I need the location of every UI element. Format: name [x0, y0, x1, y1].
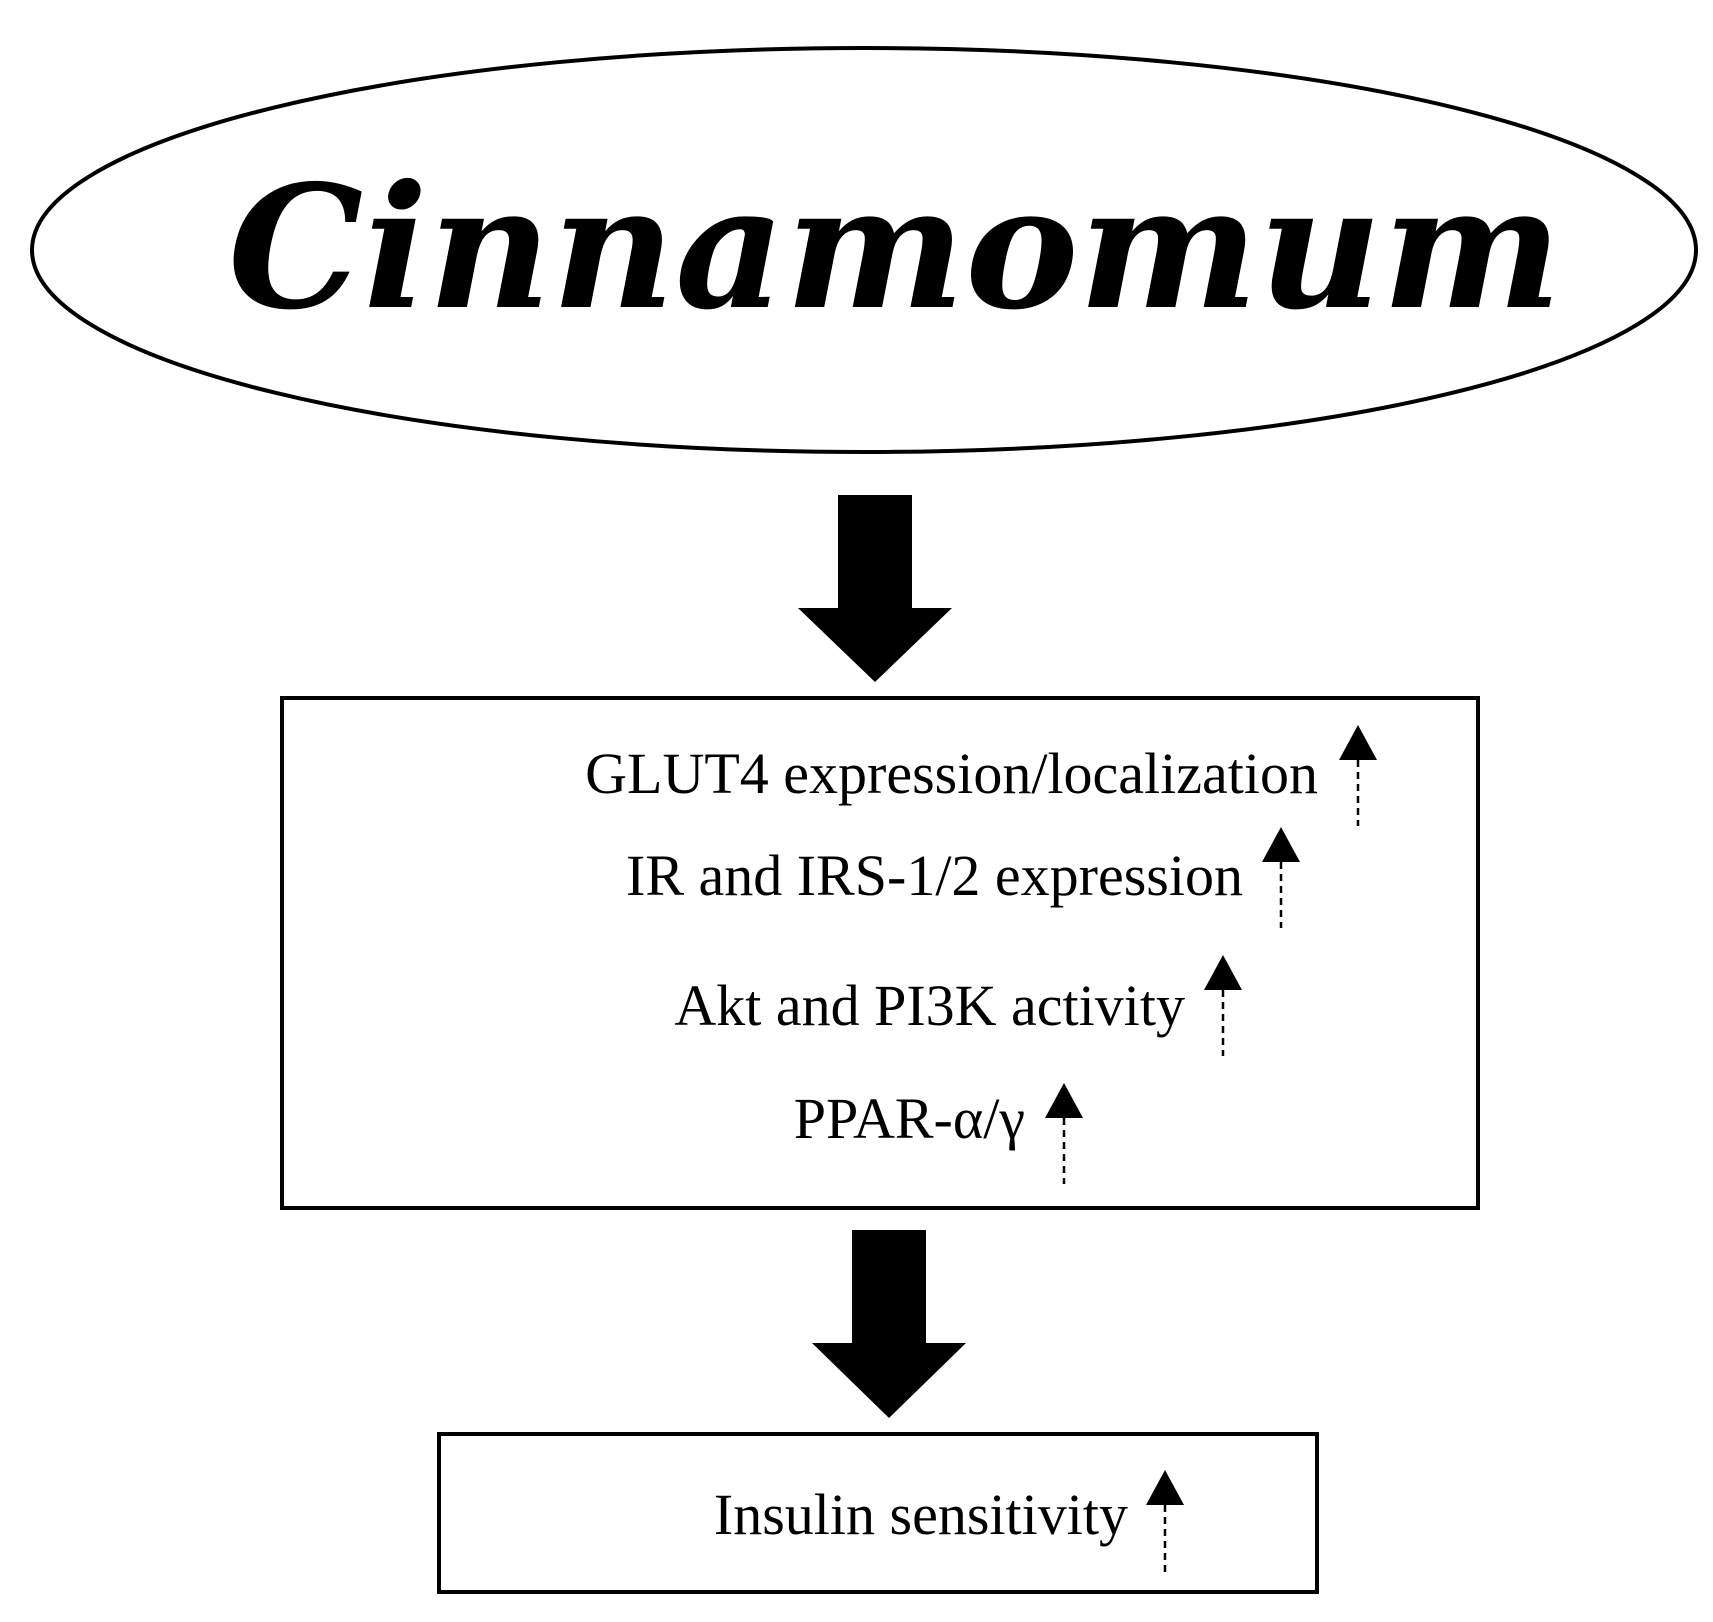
source-label: Cinnamomum [228, 148, 1562, 348]
up-arrow-icon [1045, 1083, 1083, 1184]
effect-label-ir-irs: IR and IRS-1/2 expression [626, 843, 1243, 908]
source-node: Cinnamomum [30, 46, 1698, 454]
source-ellipse [30, 46, 1698, 454]
flow-arrow-down-1 [798, 495, 952, 682]
outcome-box: Insulin sensitivity [437, 1432, 1319, 1594]
outcome-label: Insulin sensitivity [714, 1482, 1128, 1547]
up-arrow-icon [1339, 725, 1377, 826]
outcome-box-border [437, 1432, 1319, 1594]
effect-label-glut4: GLUT4 expression/localization [585, 741, 1318, 806]
effect-label-ppar: PPAR-α/γ [794, 1086, 1025, 1151]
effects-box: GLUT4 expression/localization IR and IRS… [280, 696, 1480, 1210]
up-arrow-icon [1146, 1470, 1184, 1572]
up-arrow-icon [1204, 955, 1242, 1056]
effect-label-akt-pi3k: Akt and PI3K activity [674, 973, 1185, 1038]
effects-box-border [280, 696, 1480, 1210]
flow-arrow-down-2 [812, 1230, 966, 1418]
up-arrow-icon [1262, 827, 1300, 928]
